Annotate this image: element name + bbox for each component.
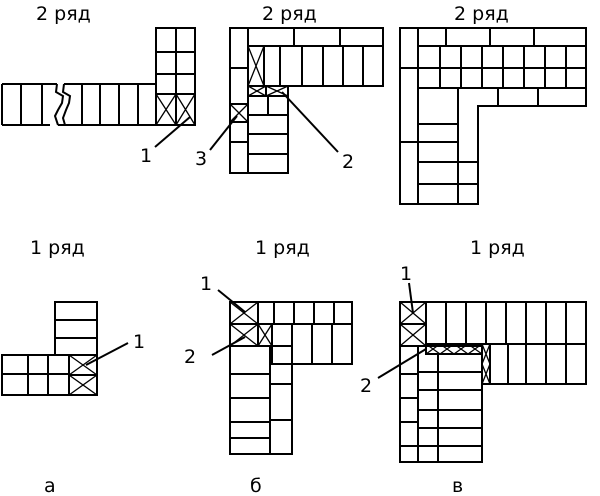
callout-b1-1: 1	[200, 273, 212, 295]
row1-variant-a	[1, 301, 129, 396]
callout-a2-1: 1	[140, 145, 152, 167]
row2-variant-a	[1, 27, 196, 148]
label-row2-b: 2 ряд	[262, 3, 317, 25]
row1-variant-b	[211, 289, 353, 455]
callout-b2-2: 2	[342, 151, 354, 173]
variant-label-b: б	[250, 475, 262, 496]
callout-b1-2: 2	[184, 346, 196, 368]
label-row1-a: 1 ряд	[30, 237, 85, 259]
callout-a1-1: 1	[133, 331, 145, 353]
label-row2-v: 2 ряд	[454, 3, 509, 25]
callout-v1-2: 2	[360, 375, 372, 397]
row2-variant-v	[399, 27, 587, 205]
variant-label-v: в	[452, 475, 463, 496]
callout-b2-3: 3	[195, 148, 207, 170]
label-row2-a: 2 ряд	[36, 3, 91, 25]
row2-variant-b	[209, 27, 384, 174]
variant-label-a: а	[44, 475, 56, 496]
label-row1-v: 1 ряд	[470, 237, 525, 259]
callout-v1-1: 1	[400, 263, 412, 285]
label-row1-b: 1 ряд	[255, 237, 310, 259]
row1-variant-v	[377, 282, 587, 463]
